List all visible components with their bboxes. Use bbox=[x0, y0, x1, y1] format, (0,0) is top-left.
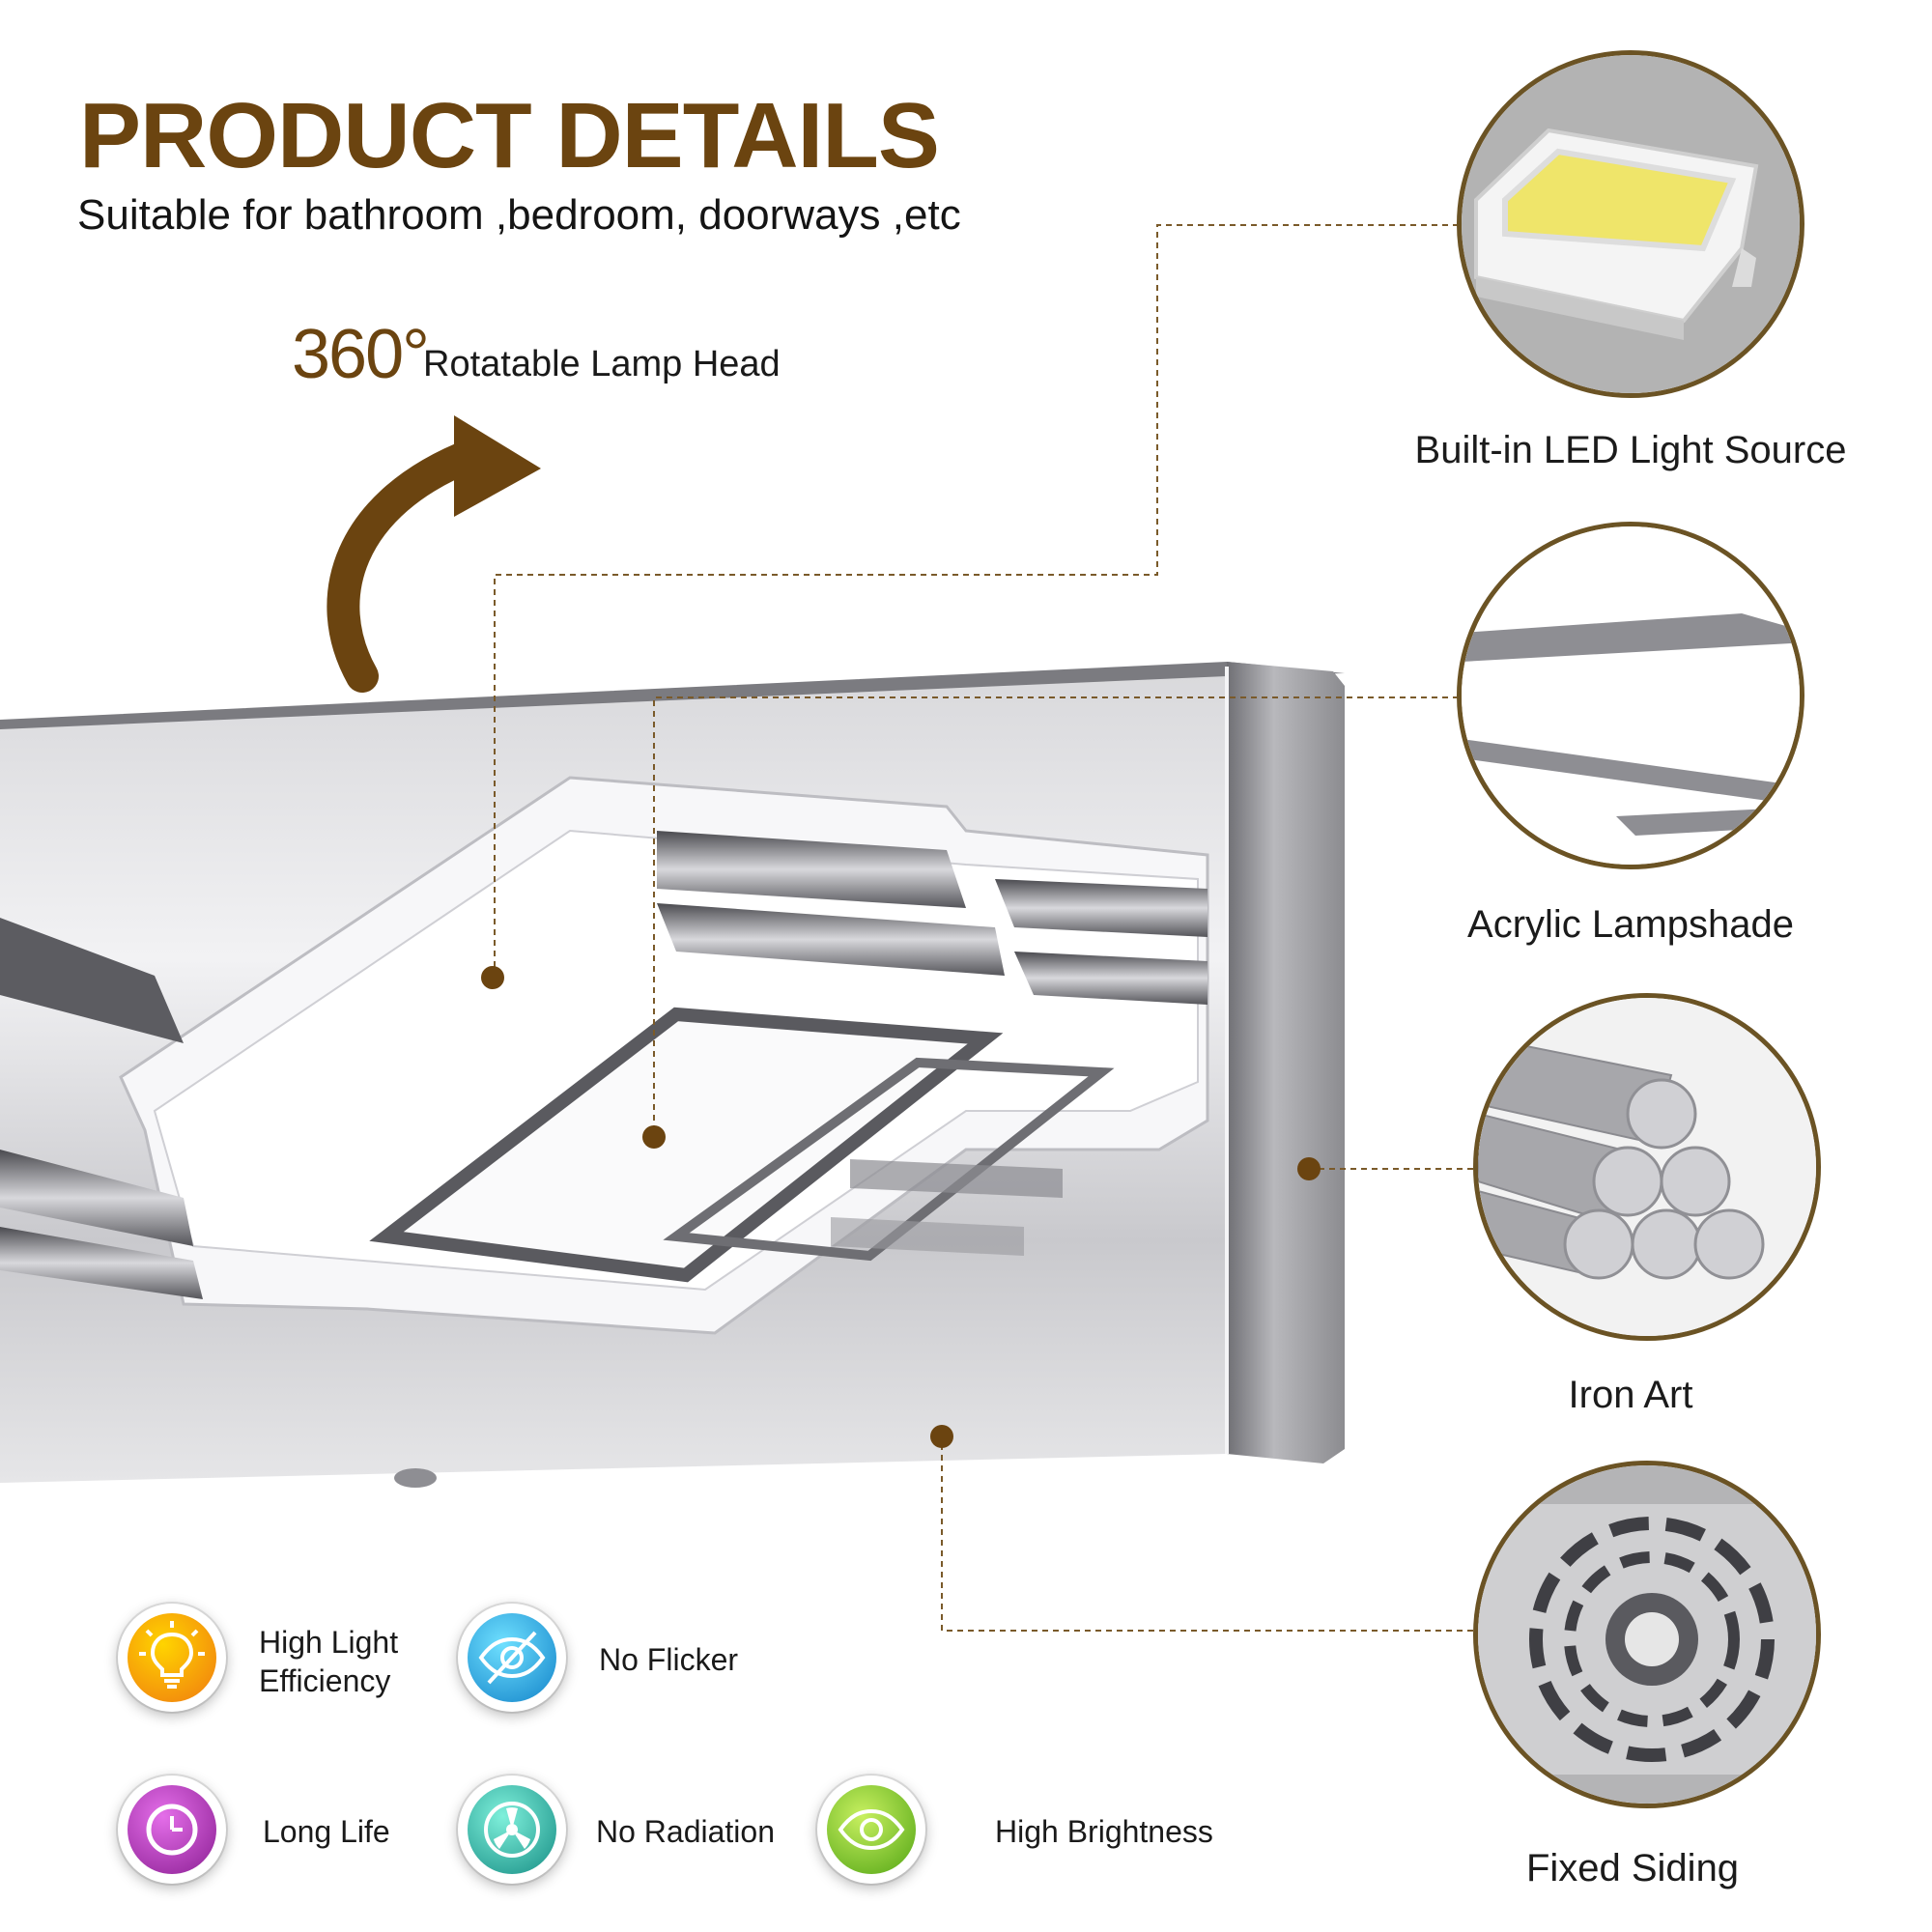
feature-label-line1: High Light bbox=[259, 1625, 399, 1660]
leader-dots bbox=[481, 966, 1321, 1448]
feature-no-flicker bbox=[458, 1604, 566, 1712]
eye-crossed-icon bbox=[478, 1631, 546, 1685]
callout-acrylic-circle bbox=[1457, 522, 1804, 869]
page-subtitle: Suitable for bathroom ,bedroom, doorways… bbox=[77, 191, 961, 239]
callout-siding-label: Fixed Siding bbox=[1525, 1847, 1740, 1889]
clock-icon bbox=[146, 1804, 198, 1856]
acrylic-shade-icon bbox=[1462, 526, 1800, 865]
feature-long-life-label: Long Life bbox=[263, 1814, 390, 1849]
feature-no-radiation-label: No Radiation bbox=[596, 1814, 775, 1849]
feature-no-radiation bbox=[458, 1776, 566, 1884]
page-title: PRODUCT DETAILS bbox=[79, 84, 940, 187]
rotation-degree: 360° bbox=[292, 316, 430, 393]
feature-no-flicker-label: No Flicker bbox=[599, 1642, 739, 1677]
callout-led-circle bbox=[1457, 50, 1804, 398]
led-chip-icon bbox=[1462, 55, 1800, 393]
callout-iron-label: Iron Art bbox=[1568, 1374, 1693, 1416]
eye-icon bbox=[838, 1808, 905, 1851]
radiation-icon bbox=[484, 1802, 540, 1858]
feature-high-brightness-label: High Brightness bbox=[995, 1814, 1213, 1849]
lightbulb-icon bbox=[139, 1621, 205, 1689]
leader-lines bbox=[494, 224, 1473, 1632]
feature-long-life bbox=[118, 1776, 226, 1884]
acrylic-frame-upper bbox=[0, 776, 1209, 1335]
callout-acrylic-label: Acrylic Lampshade bbox=[1467, 903, 1794, 946]
feature-label-line2: Efficiency bbox=[259, 1663, 391, 1698]
metal-rods-icon bbox=[1478, 998, 1816, 1336]
callout-iron-circle bbox=[1473, 993, 1821, 1341]
rotation-label: Rotatable Lamp Head bbox=[423, 344, 781, 384]
callout-siding-circle bbox=[1473, 1461, 1821, 1808]
feature-high-brightness bbox=[817, 1776, 925, 1884]
rotation-arrow bbox=[327, 415, 541, 693]
lamp-body bbox=[0, 662, 1345, 1488]
feature-high-light-efficiency bbox=[118, 1604, 226, 1712]
feature-high-light-efficiency-label: High Light Efficiency bbox=[259, 1623, 398, 1700]
callout-led-label: Built-in LED Light Source bbox=[1414, 429, 1847, 471]
mounting-plate-icon bbox=[1478, 1465, 1816, 1804]
